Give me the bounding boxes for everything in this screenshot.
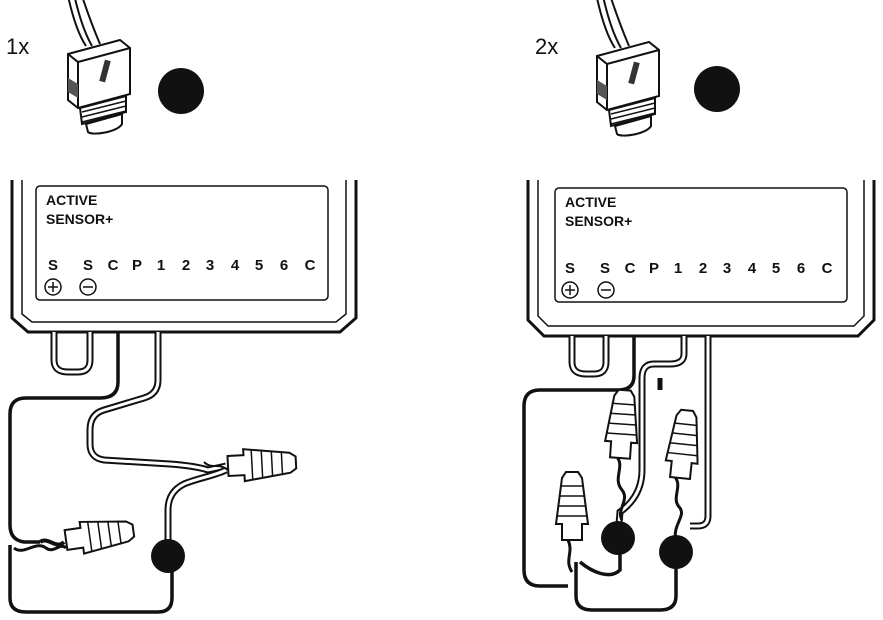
wire-nut-station bbox=[226, 445, 298, 483]
quantity-label: 1x bbox=[6, 34, 29, 59]
terminal-label: 5 bbox=[772, 260, 780, 277]
polarity-minus-icon bbox=[79, 278, 97, 296]
terminal-label: 3 bbox=[723, 260, 731, 277]
terminal-label: P bbox=[132, 257, 142, 274]
common-wire-loop bbox=[50, 332, 94, 376]
station-wire bbox=[657, 336, 712, 541]
terminal-label: 2 bbox=[182, 257, 190, 274]
panel-title-line2: SENSOR+ bbox=[46, 211, 113, 227]
common-wire bbox=[8, 332, 174, 614]
terminal-label: 3 bbox=[206, 257, 214, 274]
splice-dot-icon bbox=[601, 521, 635, 555]
terminal-label: 1 bbox=[674, 260, 682, 277]
polarity-minus-icon bbox=[597, 281, 615, 299]
terminal-label: C bbox=[305, 257, 316, 274]
terminal-label: 6 bbox=[280, 257, 288, 274]
terminal-label: 4 bbox=[231, 257, 240, 274]
panel-title-line1: ACTIVE bbox=[46, 192, 97, 208]
terminal-label: 5 bbox=[255, 257, 263, 274]
terminal-label: S bbox=[48, 257, 58, 274]
terminal-label: S bbox=[565, 260, 575, 277]
terminal-label: S bbox=[600, 260, 610, 277]
terminal-label: 2 bbox=[699, 260, 707, 277]
polarity-plus-icon bbox=[44, 278, 62, 296]
station-wire bbox=[86, 332, 229, 560]
terminal-label: C bbox=[822, 260, 833, 277]
common-wire-loop bbox=[568, 336, 610, 378]
quantity-label: 2x bbox=[535, 34, 558, 59]
panel-title-line2: SENSOR+ bbox=[565, 213, 632, 229]
solenoid-icon bbox=[67, 0, 131, 135]
panel-title-line1: ACTIVE bbox=[565, 194, 616, 210]
polarity-plus-icon bbox=[561, 281, 579, 299]
wire-nut-station bbox=[603, 388, 642, 461]
terminal-label: C bbox=[108, 257, 119, 274]
terminal-label: P bbox=[649, 260, 659, 277]
splice-dot-icon bbox=[158, 68, 204, 114]
terminal-label: 4 bbox=[748, 260, 757, 277]
splice-dot-icon bbox=[151, 539, 185, 573]
wire-nut-common bbox=[555, 471, 589, 541]
station-wire bbox=[614, 336, 688, 537]
splice-dot-icon bbox=[694, 66, 740, 112]
splice-dot-icon bbox=[659, 535, 693, 569]
common-wire bbox=[522, 336, 678, 612]
wire-nut-common bbox=[62, 513, 137, 557]
terminal-label: 1 bbox=[157, 257, 165, 274]
solenoid-icon bbox=[596, 0, 660, 137]
terminal-label: 6 bbox=[797, 260, 805, 277]
wire-nut-station bbox=[663, 407, 705, 481]
terminal-label: S bbox=[83, 257, 93, 274]
terminal-label: C bbox=[625, 260, 636, 277]
